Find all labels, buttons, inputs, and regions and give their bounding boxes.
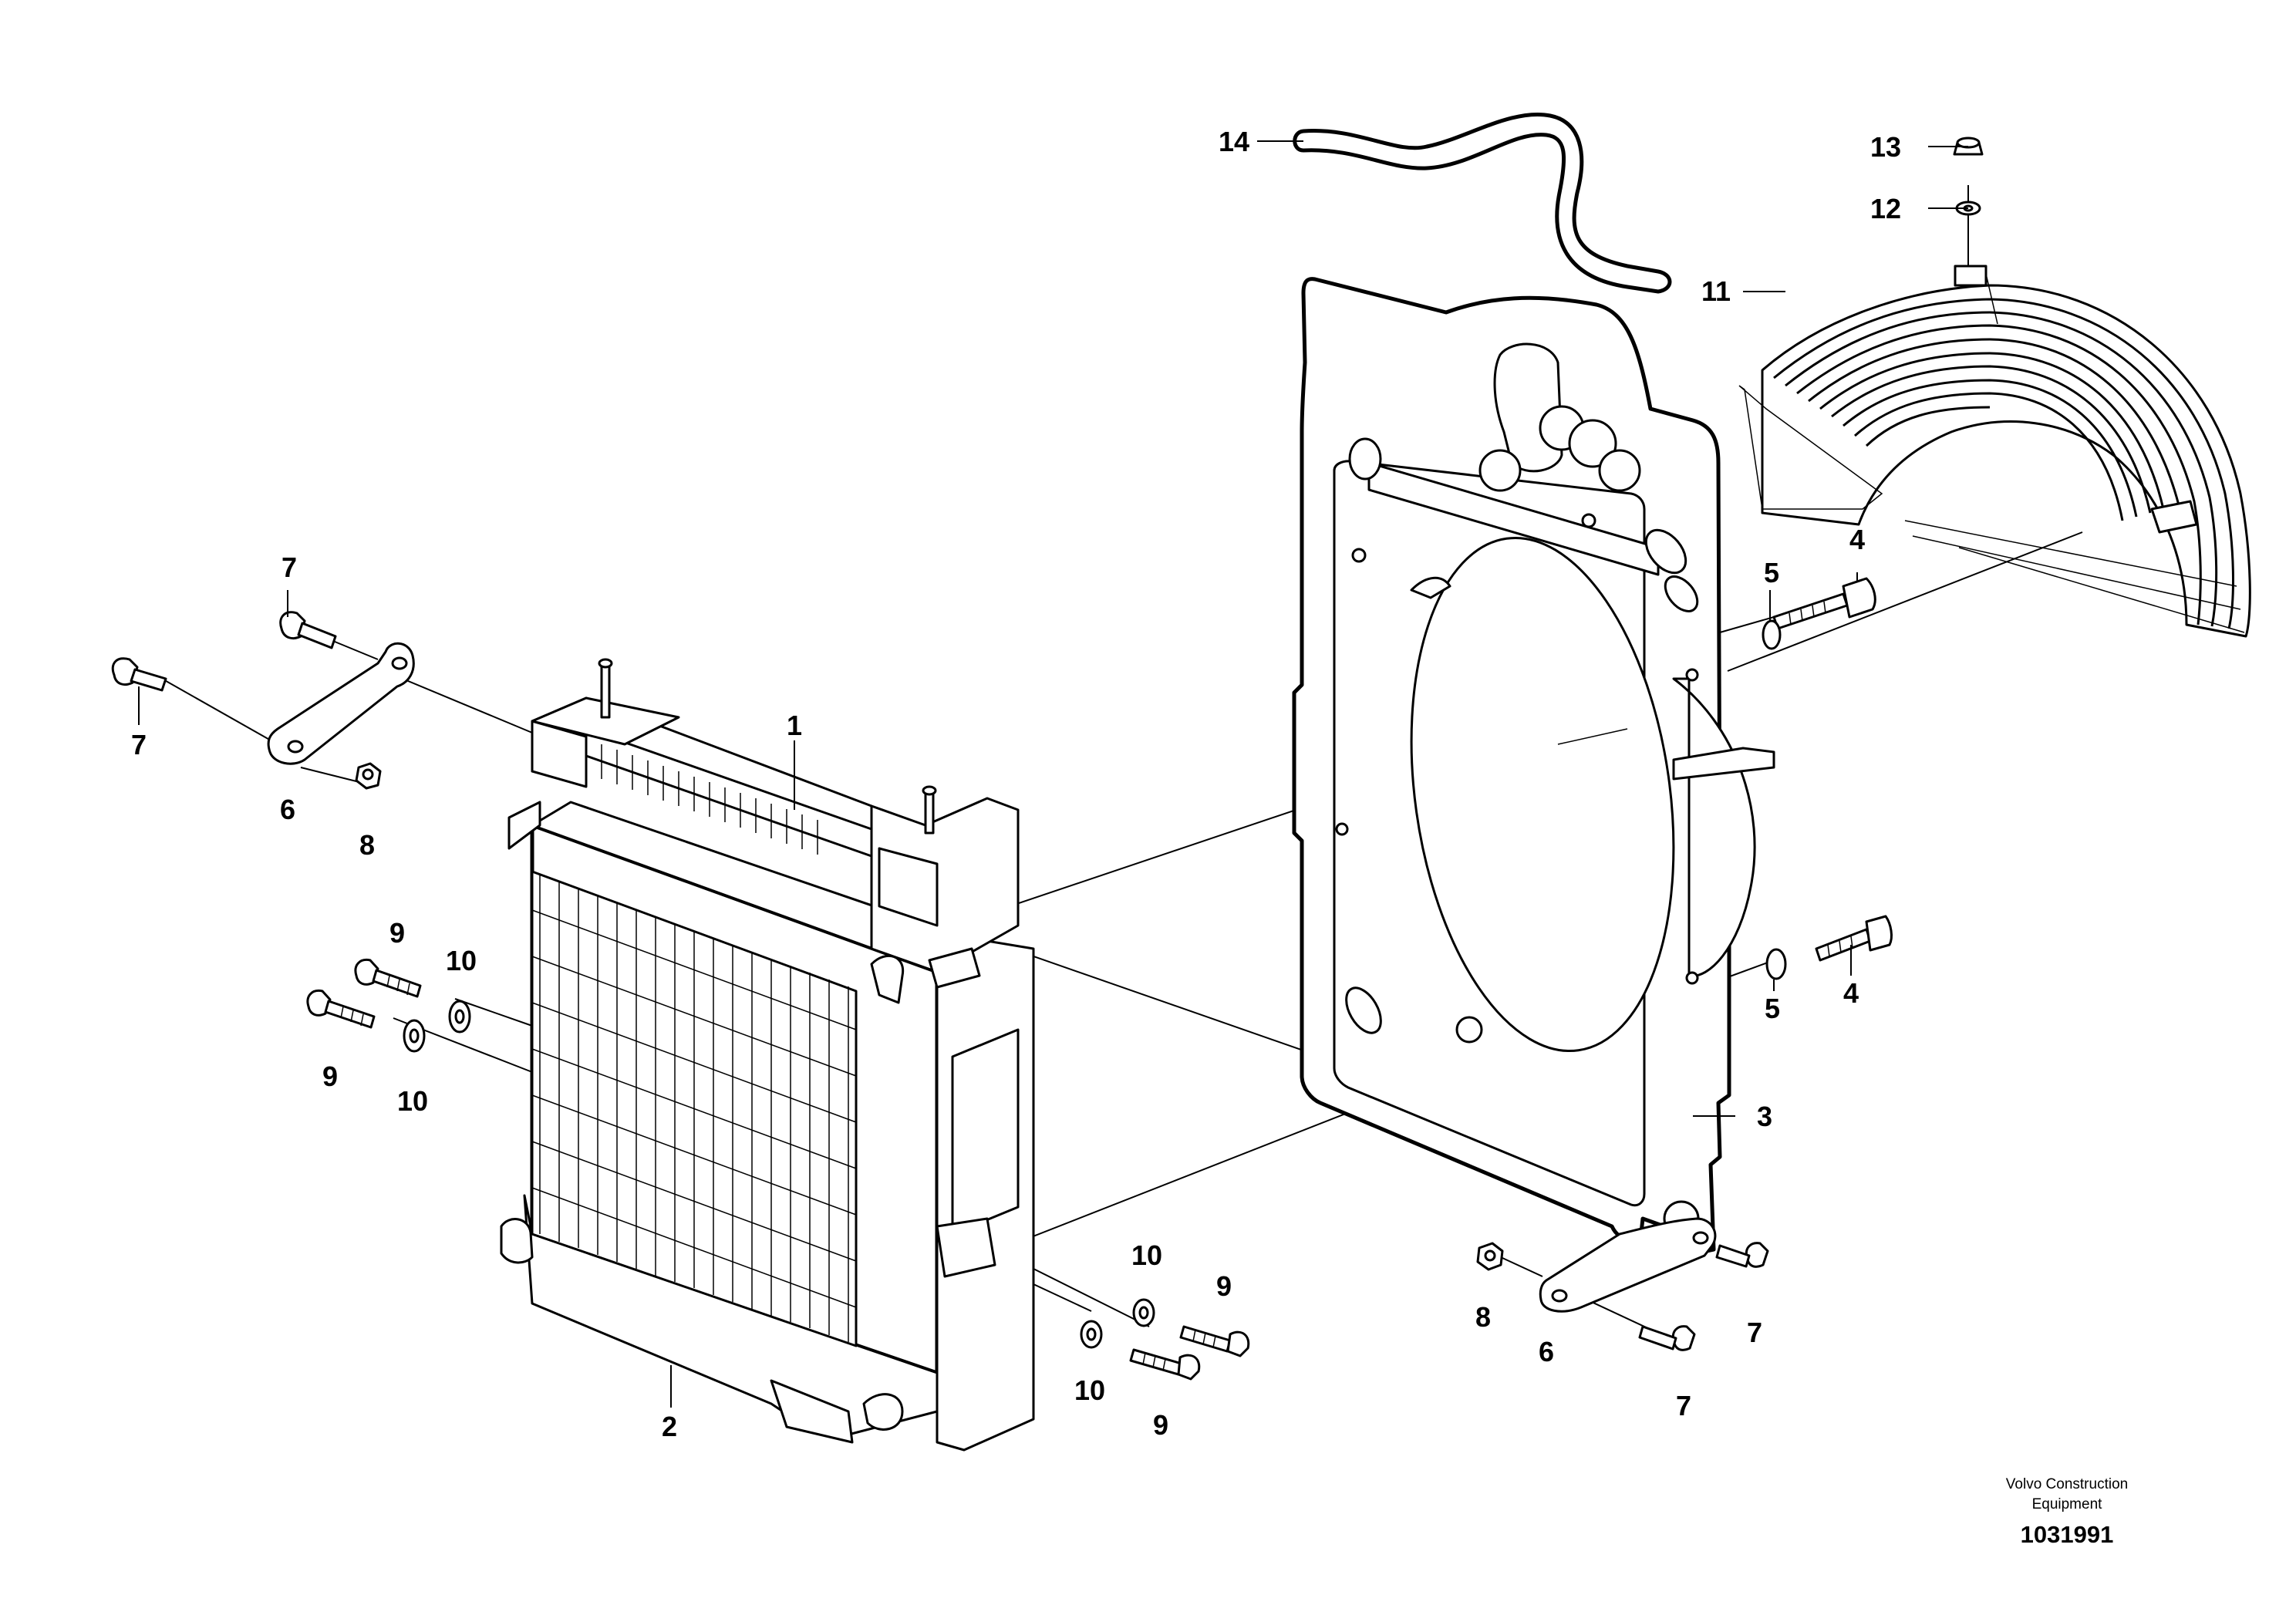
screw-part-7-a xyxy=(279,611,337,649)
callout-1: 1 xyxy=(787,710,802,741)
callout-6-left: 6 xyxy=(280,794,295,825)
callout-2: 2 xyxy=(662,1411,677,1442)
nut-part-8-left xyxy=(355,762,382,790)
callout-6-right: 6 xyxy=(1539,1336,1554,1367)
bolt-part-9-d xyxy=(1129,1348,1201,1381)
callout-7-d: 7 xyxy=(1676,1390,1691,1421)
callout-7-b: 7 xyxy=(131,729,147,760)
radiator-part-2 xyxy=(500,801,1035,1452)
nut-part-13 xyxy=(1953,137,1984,156)
fan-shroud-part-3 xyxy=(1292,277,1775,1259)
washer-part-5-upper xyxy=(1762,619,1782,650)
callout-5-upper: 5 xyxy=(1764,557,1779,588)
callout-4-upper: 4 xyxy=(1849,524,1865,555)
callout-10-b: 10 xyxy=(397,1085,428,1117)
illustration-number: 1031991 xyxy=(2020,1521,2114,1548)
callout-10-c: 10 xyxy=(1131,1239,1162,1271)
washer-part-10-a xyxy=(448,1000,471,1034)
callout-3: 3 xyxy=(1757,1101,1772,1132)
washer-part-10-b xyxy=(403,1019,426,1053)
callout-11: 11 xyxy=(1701,275,1731,307)
callout-8-left: 8 xyxy=(359,829,375,861)
oil-cooler-part-1 xyxy=(507,658,1020,1004)
screw-part-4-lower xyxy=(1815,915,1893,962)
callout-12: 12 xyxy=(1870,193,1901,224)
callout-7-a: 7 xyxy=(282,551,297,583)
callout-10-d: 10 xyxy=(1074,1374,1105,1406)
callout-9-c: 9 xyxy=(1216,1270,1232,1302)
callout-9-d: 9 xyxy=(1153,1409,1168,1441)
bolt-part-9-a xyxy=(354,958,422,998)
callout-labels: 1 2 3 4 4 5 5 6 6 7 7 7 7 8 8 9 9 9 9 10… xyxy=(131,126,1901,1442)
fan-guard-part-11 xyxy=(1738,265,2251,638)
credit-line-2: Equipment xyxy=(2031,1496,2102,1512)
screw-part-4-upper xyxy=(1772,577,1876,630)
hose-part-14 xyxy=(1293,113,1672,294)
callout-5-lower: 5 xyxy=(1765,993,1780,1024)
callout-9-a: 9 xyxy=(389,917,405,949)
bracket-part-6-right xyxy=(1539,1217,1717,1313)
credit-line-1: Volvo Construction xyxy=(2005,1476,2129,1492)
callout-9-b: 9 xyxy=(322,1061,338,1092)
bolt-part-9-b xyxy=(306,989,376,1029)
publisher-credit: Volvo Construction Equipment 1031991 xyxy=(1951,1475,2183,1549)
callout-13: 13 xyxy=(1870,131,1901,163)
callout-8-right: 8 xyxy=(1475,1301,1491,1333)
screw-part-7-d xyxy=(1638,1325,1696,1351)
screw-part-7-b xyxy=(111,657,167,692)
washer-part-10-d xyxy=(1080,1320,1103,1349)
callout-14: 14 xyxy=(1219,126,1249,157)
nut-part-8-right xyxy=(1476,1242,1504,1271)
bolt-part-9-c xyxy=(1179,1325,1250,1357)
callout-7-c: 7 xyxy=(1747,1317,1762,1348)
washer-part-10-c xyxy=(1132,1298,1155,1327)
leader-lines xyxy=(138,140,1968,1408)
screw-part-7-c xyxy=(1715,1242,1769,1268)
washer-part-5-lower xyxy=(1765,948,1787,980)
callout-4-lower: 4 xyxy=(1843,977,1859,1009)
callout-10-a: 10 xyxy=(446,945,477,976)
bracket-part-6-left xyxy=(267,642,415,765)
